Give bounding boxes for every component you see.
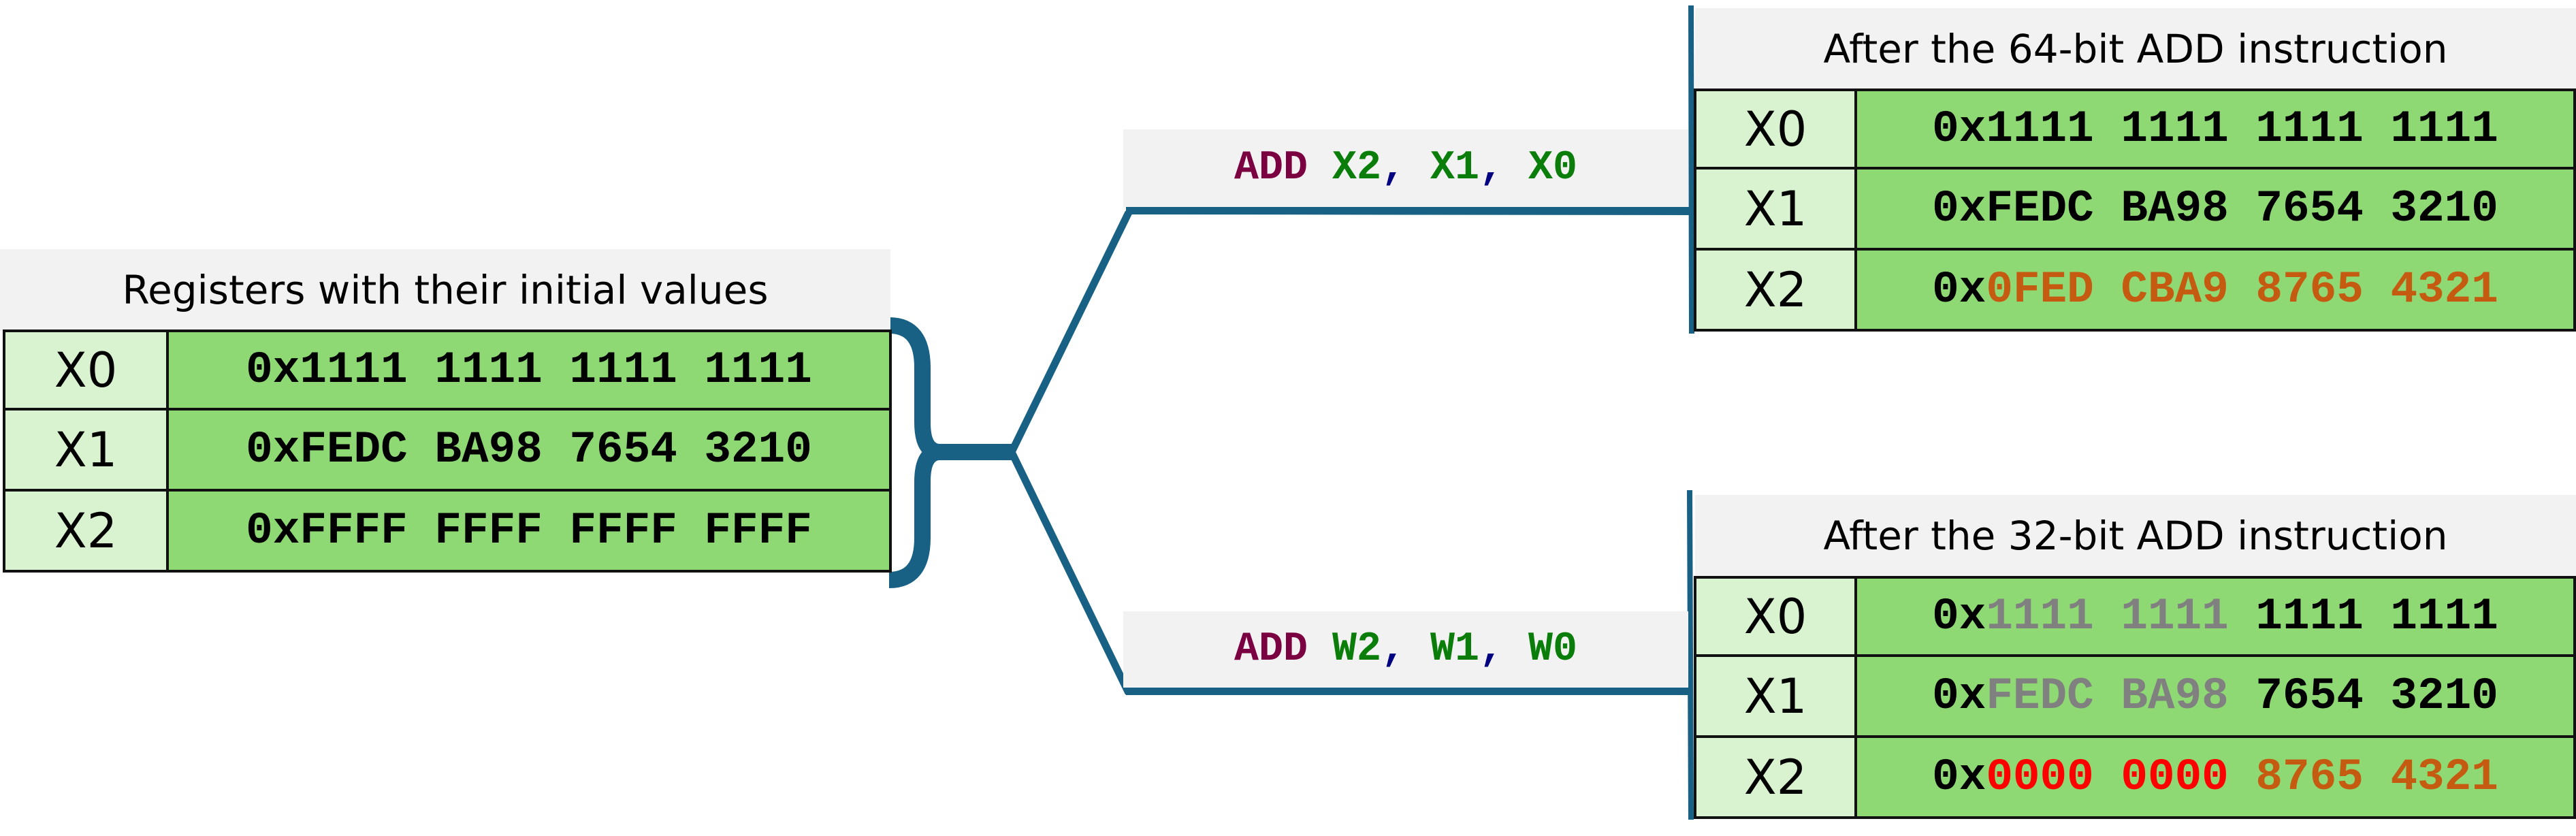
value-segment-normal: 0xFEDC BA98 7654 3210 — [1932, 183, 2498, 234]
after64-table-title: After the 64-bit ADD instruction — [1695, 8, 2576, 90]
value-segment-changed: 0FED CBA9 8765 4321 — [1986, 264, 2498, 315]
register-name: X1 — [5, 411, 169, 489]
operand-x2: X2 — [1332, 145, 1381, 191]
mnemonic: ADD — [1234, 626, 1332, 673]
value-segment-normal: 0x1111 1111 1111 1111 — [1932, 103, 2498, 155]
value-segment-normal: 0x — [1932, 752, 1986, 803]
value-segment-normal: 0xFEDC BA98 7654 3210 — [246, 424, 812, 475]
operand-x0: X0 — [1528, 145, 1578, 191]
after32-table-title: After the 32-bit ADD instruction — [1695, 495, 2576, 577]
register-row-x0: X0 0x1111 1111 1111 1111 — [1694, 89, 2576, 170]
value-segment-ignored: FEDC BA98 — [1986, 671, 2229, 722]
register-name: X2 — [5, 492, 169, 570]
initial-table-title: Registers with their initial values — [0, 249, 890, 331]
value-segment-normal: 1111 1111 — [2228, 591, 2498, 642]
branch-lower — [1008, 450, 1132, 695]
register-value: 0x1111 1111 1111 1111 — [169, 332, 889, 408]
instruction-32bit: ADD W2, W1, W0 — [1123, 611, 1688, 688]
value-segment-normal: 0xFFFF FFFF FFFF FFFF — [246, 505, 812, 556]
instruction-64bit: ADD X2, X1, X0 — [1123, 129, 1688, 207]
register-name: X2 — [1696, 738, 1857, 816]
operand-x1: X1 — [1430, 145, 1480, 191]
register-name: X0 — [1696, 91, 1857, 167]
branch-upper — [1008, 210, 1132, 454]
register-name: X1 — [1696, 170, 1857, 248]
mnemonic: ADD — [1234, 145, 1332, 191]
comma: , — [1381, 626, 1430, 673]
after64-vbar — [1688, 5, 1694, 334]
register-row-x2: X2 0xFFFF FFFF FFFF FFFF — [3, 492, 892, 573]
register-name: X0 — [1696, 579, 1857, 654]
register-row-x1: X1 0xFEDC BA98 7654 3210 — [1694, 170, 2576, 251]
value-segment-zeroed: 0000 0000 — [1986, 752, 2229, 803]
value-segment-normal: 0x — [1932, 264, 1986, 315]
comma: , — [1479, 626, 1529, 673]
value-segment-normal: 0x — [1932, 591, 1986, 642]
after32-vbar — [1687, 489, 1694, 820]
value-segment-normal: 0x — [1932, 671, 1986, 722]
brace — [888, 317, 941, 588]
register-name: X1 — [1696, 657, 1857, 735]
register-row-x0: X0 0x1111 1111 1111 1111 — [3, 329, 892, 411]
register-value: 0xFFFF FFFF FFFF FFFF — [169, 492, 889, 570]
register-value: 0xFEDC BA98 7654 3210 — [169, 411, 889, 489]
value-segment-changed: 8765 4321 — [2255, 752, 2498, 803]
instr64-underline — [1125, 206, 1693, 215]
register-value: 0x1111 1111 1111 1111 — [1857, 91, 2573, 167]
register-row-x1: X1 0xFEDC BA98 7654 3210 — [3, 411, 892, 492]
value-segment-normal: 0x1111 1111 1111 1111 — [246, 344, 812, 396]
value-segment-normal — [2229, 752, 2256, 803]
register-name: X2 — [1696, 251, 1857, 329]
comma: , — [1381, 145, 1430, 191]
register-name: X0 — [5, 332, 169, 408]
operand-w0: W0 — [1528, 626, 1578, 673]
operand-w2: W2 — [1332, 626, 1381, 673]
value-segment-ignored: 1111 1111 — [1986, 591, 2229, 642]
register-value: 0xFEDC BA98 7654 3210 — [1857, 170, 2573, 248]
value-segment-normal: 7654 3210 — [2228, 671, 2498, 722]
comma: , — [1479, 145, 1529, 191]
operand-w1: W1 — [1430, 626, 1480, 673]
